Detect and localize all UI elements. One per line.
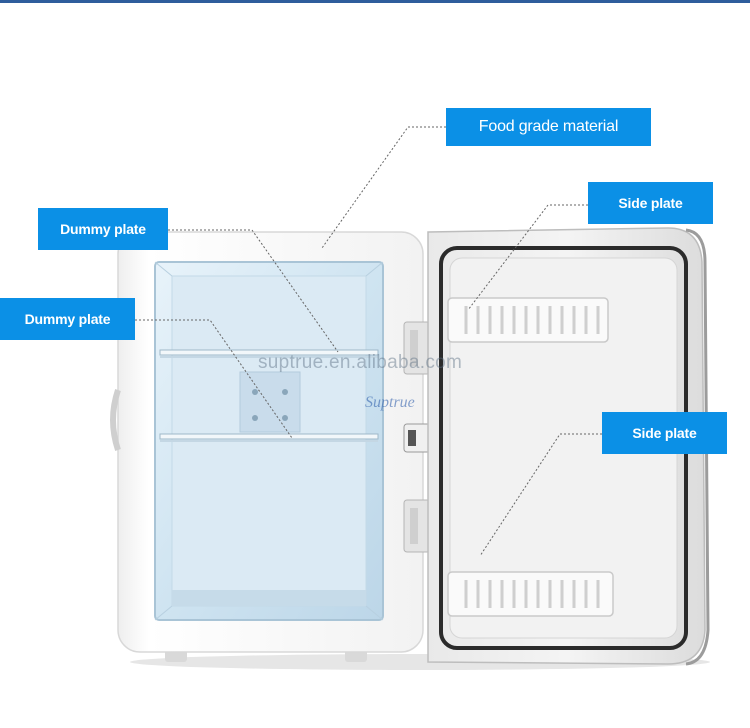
- leader-food-grade: [321, 126, 446, 249]
- shelf-lower: [159, 433, 379, 440]
- door-shelf-upper: [447, 297, 609, 343]
- shelf-upper: [159, 349, 379, 356]
- callout-side-plate-upper: Side plate: [588, 182, 713, 224]
- leader-dummy-upper: [168, 229, 339, 353]
- screw: [282, 389, 288, 395]
- brand-logo: Suptrue: [365, 394, 415, 411]
- screw: [252, 415, 258, 421]
- leader-dummy-lower: [135, 319, 293, 439]
- top-rule: [0, 0, 750, 3]
- callout-side-plate-lower: Side plate: [602, 412, 727, 454]
- side-handle: [110, 389, 121, 451]
- door-shelf-lower: [447, 571, 614, 617]
- back-panel: [239, 371, 301, 433]
- screw: [282, 415, 288, 421]
- interior-floor: [172, 590, 366, 606]
- leader-side-upper: [467, 204, 588, 311]
- callout-food-grade-material: Food grade material: [446, 108, 651, 146]
- screw: [252, 389, 258, 395]
- callout-dummy-plate-lower: Dummy plate: [0, 298, 135, 340]
- watermark: suptrue.en.alibaba.com: [258, 352, 463, 373]
- leader-side-lower: [479, 433, 602, 557]
- callout-dummy-plate-upper: Dummy plate: [38, 208, 168, 250]
